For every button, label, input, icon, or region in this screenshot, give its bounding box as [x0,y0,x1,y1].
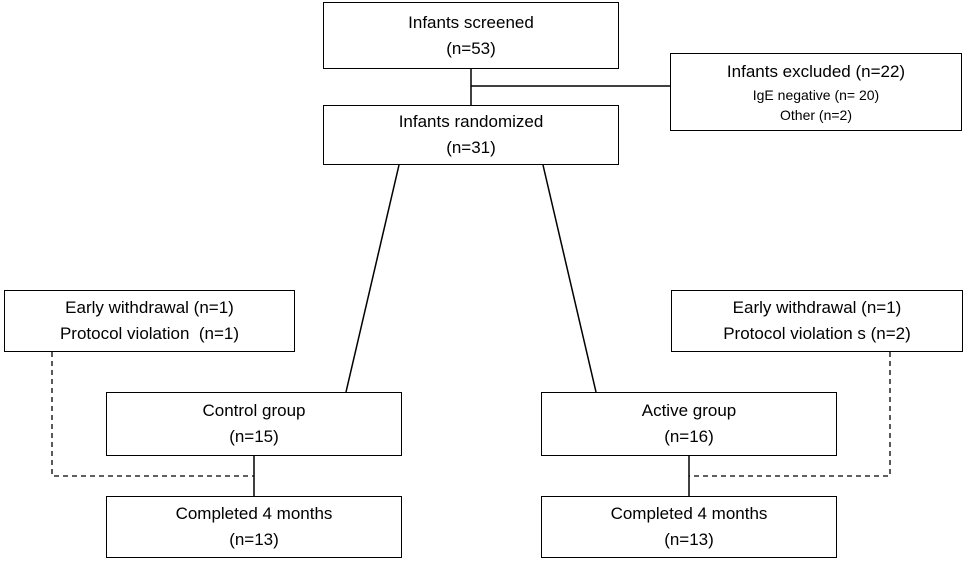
active-completed-title: Completed 4 months [610,504,768,523]
active-completed-box: Completed 4 months (n=13) [541,496,837,558]
control-early-withdrawal: Early withdrawal (n=1) [65,298,234,317]
control-completed-count: (n=13) [229,530,279,549]
active-completed-count: (n=13) [664,530,714,549]
infants-excluded-title: Infants excluded (n=22) [726,62,906,81]
control-protocol-violation: Protocol violation (n=1) [59,324,240,343]
control-group-title: Control group [202,401,306,420]
control-completed-title: Completed 4 months [175,504,333,523]
excluded-reason-ige: IgE negative (n= 20) [752,87,880,103]
active-protocol-violation: Protocol violation s (n=2) [723,324,911,343]
infants-screened-title: Infants screened [408,12,534,32]
infants-screened-count: (n=53) [446,38,496,58]
control-group-box: Control group (n=15) [106,392,402,456]
infants-randomized-title: Infants randomized [398,112,544,131]
control-withdrawal-box: Early withdrawal (n=1) Protocol violatio… [4,290,295,352]
connector-randomized-control [345,164,400,393]
infants-excluded-box: Infants excluded (n=22) IgE negative (n=… [670,53,962,131]
infants-screened-box: Infants screened (n=53) [323,2,619,69]
active-group-box: Active group (n=16) [541,392,837,456]
control-group-count: (n=15) [229,427,279,446]
infants-randomized-count: (n=31) [446,138,496,157]
connector-randomized-active [542,164,597,393]
infants-randomized-box: Infants randomized (n=31) [323,105,619,165]
active-group-title: Active group [641,401,737,420]
active-group-count: (n=16) [664,427,714,446]
active-withdrawal-box: Early withdrawal (n=1) Protocol violatio… [671,290,963,352]
excluded-reason-other: Other (n=2) [780,107,852,123]
control-completed-box: Completed 4 months (n=13) [106,496,402,558]
active-early-withdrawal: Early withdrawal (n=1) [732,298,902,317]
